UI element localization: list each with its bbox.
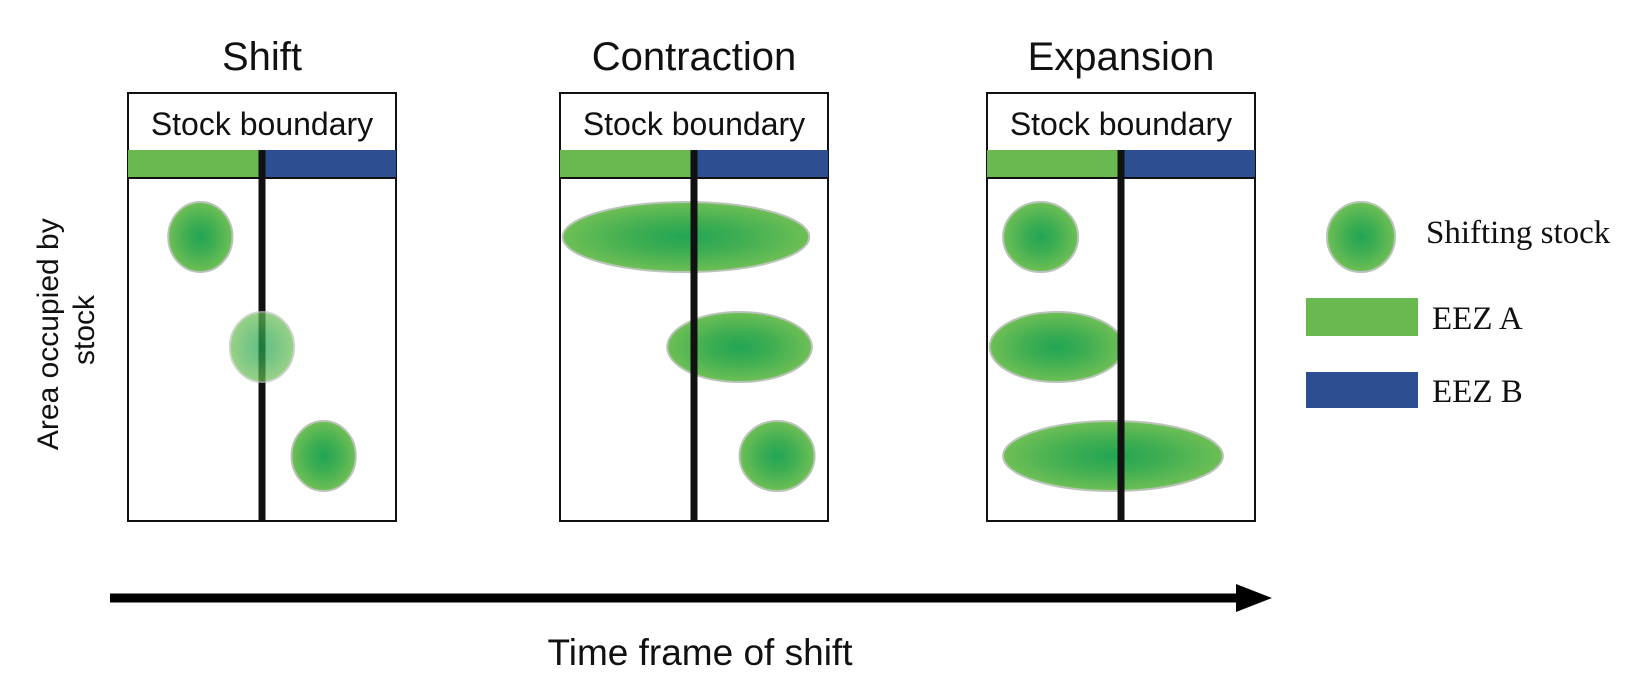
y-axis-label-line-1: Area occupied by (32, 218, 65, 450)
legend-eez-a-swatch (1306, 298, 1418, 336)
panel-title: Shift (222, 35, 302, 79)
panel-title: Contraction (592, 35, 797, 79)
shifting-stock (1002, 201, 1080, 273)
y-axis-label-line-2: stock (68, 294, 101, 365)
shifting-stock (290, 420, 357, 492)
eez-a-bar (560, 150, 694, 178)
panel-header-label: Stock boundary (151, 106, 373, 142)
legend-stock-label: Shifting stock (1426, 215, 1611, 251)
legend: Shifting stock EEZ A EEZ B (1306, 201, 1611, 410)
eez-b-bar (1121, 150, 1255, 178)
legend-eez-a-label: EEZ A (1432, 301, 1523, 337)
eez-a-bar (987, 150, 1121, 178)
eez-a-bar (128, 150, 262, 178)
legend-eez-b-swatch (1306, 372, 1418, 408)
shifting-stock (666, 311, 813, 383)
shifting-stock (228, 311, 296, 383)
shifting-stock (167, 201, 234, 273)
legend-stock-swatch (1326, 201, 1396, 273)
x-axis-label: Time frame of shift (548, 632, 854, 673)
eez-b-bar (262, 150, 396, 178)
panel-header-label: Stock boundary (1010, 106, 1232, 142)
legend-eez-b-label: EEZ B (1432, 374, 1523, 410)
shifting-stock (988, 311, 1125, 383)
time-arrow-head (1236, 584, 1272, 612)
shifting-stock (738, 420, 816, 492)
panel-header-label: Stock boundary (583, 106, 805, 142)
shifting-stock (561, 201, 811, 273)
eez-b-bar (694, 150, 828, 178)
shifting-stock (1002, 420, 1224, 492)
y-axis-label: Area occupied by stock (32, 210, 101, 450)
panel-title: Expansion (1028, 35, 1215, 79)
